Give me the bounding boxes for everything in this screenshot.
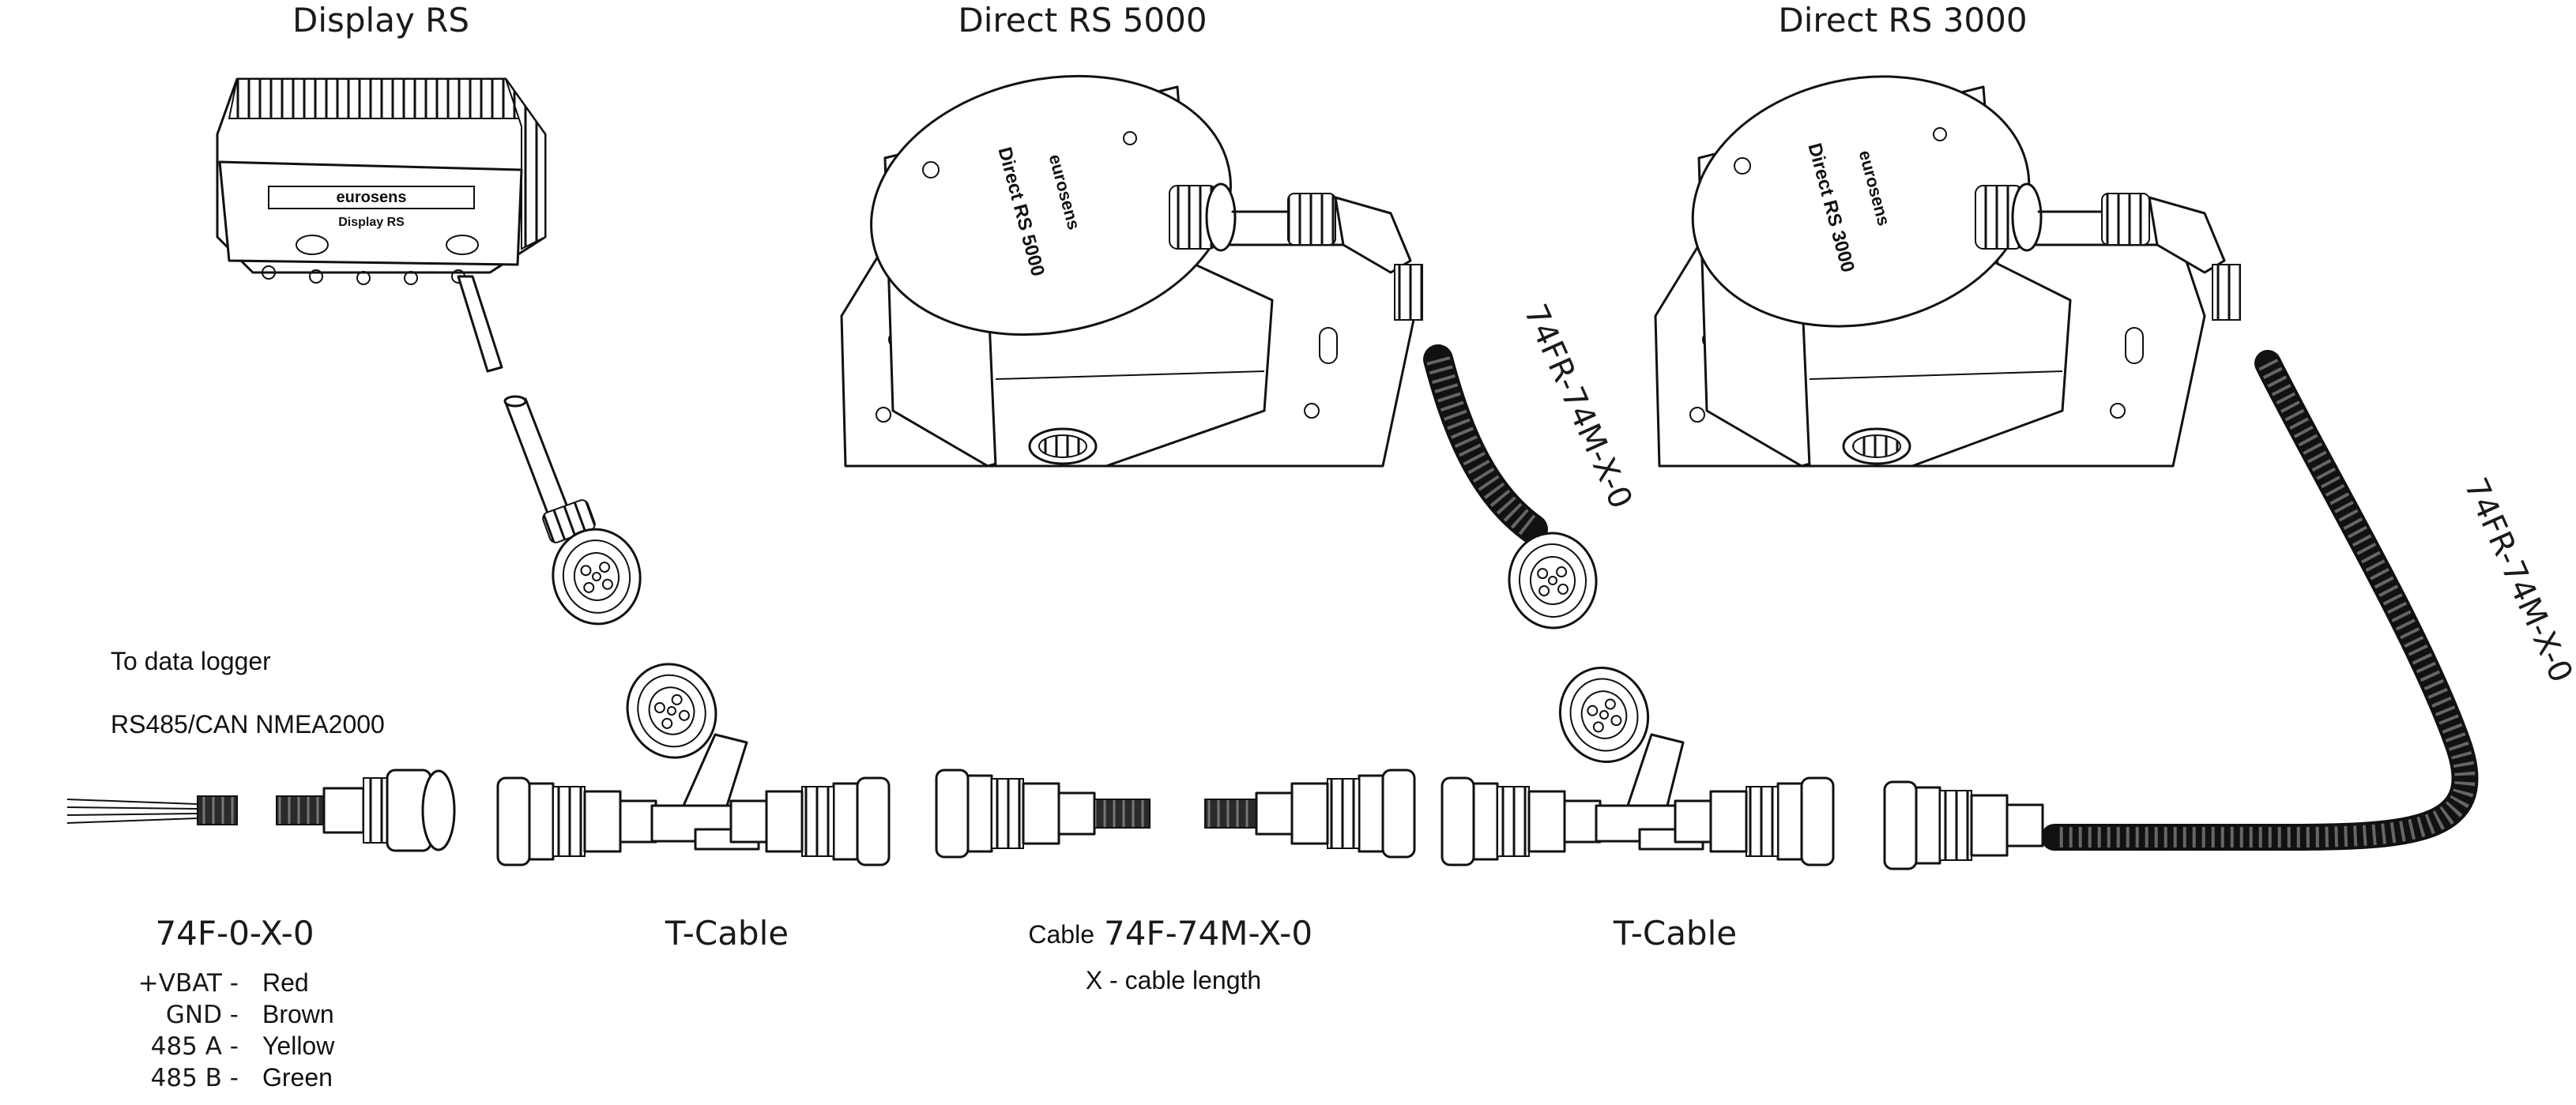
- title-display-rs: Display RS: [292, 1, 469, 39]
- extension-cable: [935, 769, 1416, 859]
- data-logger-line2: RS485/CAN NMEA2000: [111, 710, 385, 739]
- display-name-label: Display RS: [338, 216, 405, 229]
- t-cable-left-label: T-Cable: [665, 914, 789, 953]
- cable-length-note: X - cable length: [1086, 966, 1261, 994]
- display-brand-label: eurosens: [337, 189, 407, 206]
- t-cable-right: [1441, 654, 1835, 866]
- t-cable-right-label: T-Cable: [1613, 914, 1737, 953]
- title-direct-rs-3000: Direct RS 3000: [1778, 1, 2027, 39]
- display-rs-device: eurosens Display RS: [216, 77, 547, 373]
- pinout-color-3: Green: [262, 1063, 333, 1092]
- direct-rs-5000-device: eurosens Direct RS 5000: [840, 74, 1423, 468]
- rs3000-cable-label: 74FR-74M-X-0: [2457, 473, 2576, 688]
- rs5000-cable-label: 74FR-74M-X-0: [1516, 299, 1639, 514]
- power-cable-74f: [66, 769, 456, 852]
- pinout-pin-3: 485 B -: [151, 1064, 239, 1092]
- extension-cable-prefix: Cable: [1028, 920, 1094, 949]
- pinout-pin-2: 485 A -: [151, 1032, 239, 1061]
- title-direct-rs-5000: Direct RS 5000: [958, 1, 1207, 39]
- direct-rs-3000-device: eurosens Direct RS 3000: [1654, 75, 2241, 468]
- power-cable-label: 74F-0-X-0: [155, 914, 314, 953]
- pinout-pin-0: +VBAT -: [138, 969, 239, 998]
- pinout-color-2: Yellow: [262, 1032, 335, 1060]
- data-logger-line1: To data logger: [111, 647, 271, 675]
- pinout-pin-1: GND -: [166, 1001, 239, 1029]
- pinout-color-0: Red: [262, 968, 309, 997]
- pinout-table: +VBAT - Red GND - Brown 485 A - Yellow 4…: [138, 968, 335, 1092]
- display-cable: [503, 395, 650, 633]
- t-cable-left: [496, 648, 891, 866]
- extension-cable-code: 74F-74M-X-0: [1104, 914, 1312, 953]
- pinout-color-1: Brown: [262, 1000, 334, 1028]
- rs3000-cable: [1883, 350, 2479, 870]
- rs5000-cable: [1423, 344, 1602, 633]
